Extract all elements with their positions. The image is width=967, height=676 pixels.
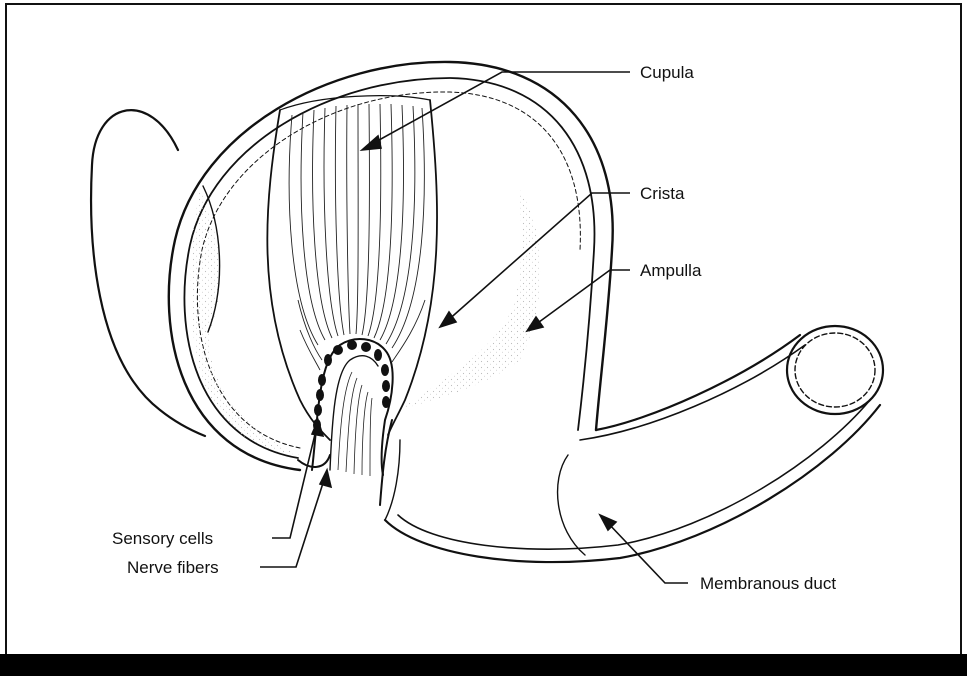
label-ampulla: Ampulla (640, 261, 702, 280)
bottom-bar (0, 654, 967, 676)
label-crista: Crista (640, 184, 685, 203)
label-cupula: Cupula (640, 63, 694, 82)
label-membranous-duct: Membranous duct (700, 574, 836, 593)
label-nerve-fibers: Nerve fibers (127, 558, 219, 577)
label-sensory-cells: Sensory cells (112, 529, 213, 548)
